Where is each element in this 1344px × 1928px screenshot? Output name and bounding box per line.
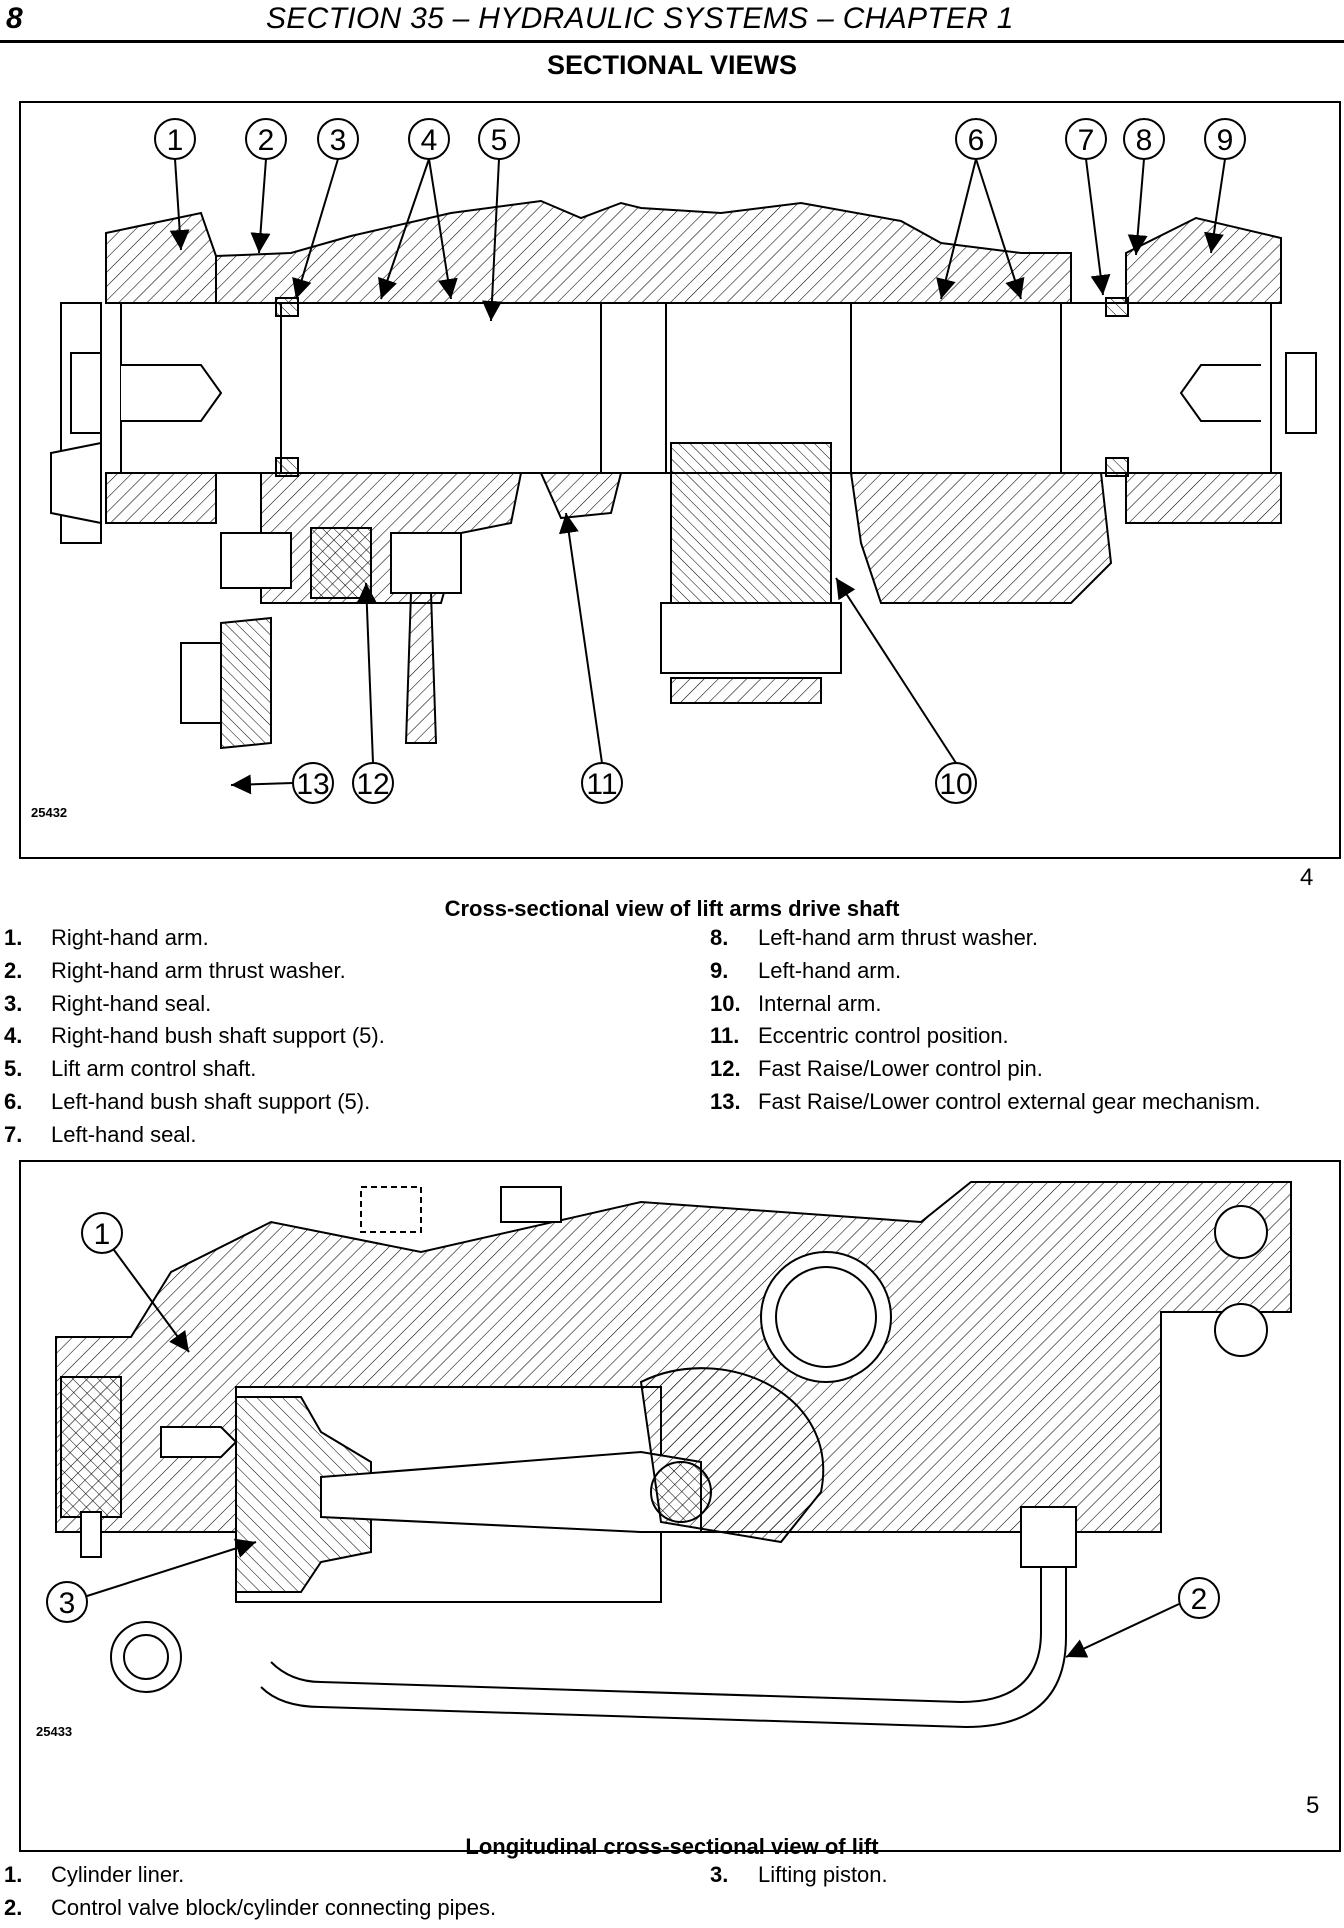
legend-item: 13.Fast Raise/Lower control external gea… bbox=[710, 1089, 1261, 1114]
callout-3: 3 bbox=[330, 124, 347, 157]
callout-12: 12 bbox=[356, 768, 389, 801]
figure-4-caption: Cross-sectional view of lift arms drive … bbox=[444, 896, 900, 921]
legend-item: 5.Lift arm control shaft. bbox=[4, 1056, 257, 1081]
page-number: 8 bbox=[6, 2, 23, 35]
figure-5-caption: Longitudinal cross-sectional view of lif… bbox=[465, 1834, 879, 1859]
callout-8: 8 bbox=[1136, 124, 1153, 157]
lift-longitudinal-section-drawing: 1 2 3 bbox=[46, 1181, 1292, 1729]
legend-item: 8.Left-hand arm thrust washer. bbox=[710, 925, 1039, 950]
callout-2: 2 bbox=[1191, 1583, 1208, 1616]
legend-item: 6.Left-hand bush shaft support (5). bbox=[4, 1089, 371, 1114]
legend-item: 1.Cylinder liner. bbox=[4, 1862, 185, 1887]
shaft-cross-section-drawing: 1 2 3 4 5 6 7 8 9 10 11 12 13 bbox=[50, 118, 1317, 804]
legend-item: 7.Left-hand seal. bbox=[4, 1122, 197, 1147]
callout-11: 11 bbox=[586, 768, 617, 801]
callout-2: 2 bbox=[258, 124, 275, 157]
figure-4-drawing: 1 2 3 4 5 6 7 8 9 10 11 12 13 bbox=[19, 101, 1341, 859]
header-rule bbox=[0, 40, 1344, 43]
figure-5-drawing: 1 2 3 25433 bbox=[19, 1160, 1341, 1852]
section-title: SECTION 35 – HYDRAULIC SYSTEMS – CHAPTER… bbox=[266, 2, 1014, 35]
legend-item: 4.Right-hand bush shaft support (5). bbox=[4, 1023, 385, 1048]
page-subtitle: SECTIONAL VIEWS bbox=[546, 50, 798, 80]
callout-5: 5 bbox=[491, 124, 508, 157]
legend-item: 10.Internal arm. bbox=[710, 991, 882, 1016]
legend-item: 1.Right-hand arm. bbox=[4, 925, 209, 950]
callout-10: 10 bbox=[939, 768, 972, 801]
legend-item: 3.Lifting piston. bbox=[710, 1862, 888, 1887]
legend-item: 12.Fast Raise/Lower control pin. bbox=[710, 1056, 1043, 1081]
legend-item: 3.Right-hand seal. bbox=[4, 991, 212, 1016]
figure-4-number: 4 bbox=[1300, 864, 1314, 891]
legend-item: 11.Eccentric control position. bbox=[710, 1023, 1009, 1048]
legend-item: 9.Left-hand arm. bbox=[710, 958, 902, 983]
callout-3: 3 bbox=[59, 1587, 76, 1620]
callout-1: 1 bbox=[167, 124, 184, 157]
figure-5-drawing-id: 25433 bbox=[36, 1724, 73, 1739]
legend-item: 2.Control valve block/cylinder connectin… bbox=[4, 1895, 497, 1920]
callout-7: 7 bbox=[1078, 124, 1095, 157]
figure-4-drawing-id: 25432 bbox=[31, 805, 68, 820]
callout-4: 4 bbox=[421, 124, 438, 157]
callout-9: 9 bbox=[1217, 124, 1234, 157]
callout-6: 6 bbox=[968, 124, 985, 157]
callout-13: 13 bbox=[296, 768, 329, 801]
legend-item: 2.Right-hand arm thrust washer. bbox=[4, 958, 346, 983]
callout-1: 1 bbox=[94, 1218, 111, 1251]
figure-5-number: 5 bbox=[1306, 1792, 1320, 1819]
